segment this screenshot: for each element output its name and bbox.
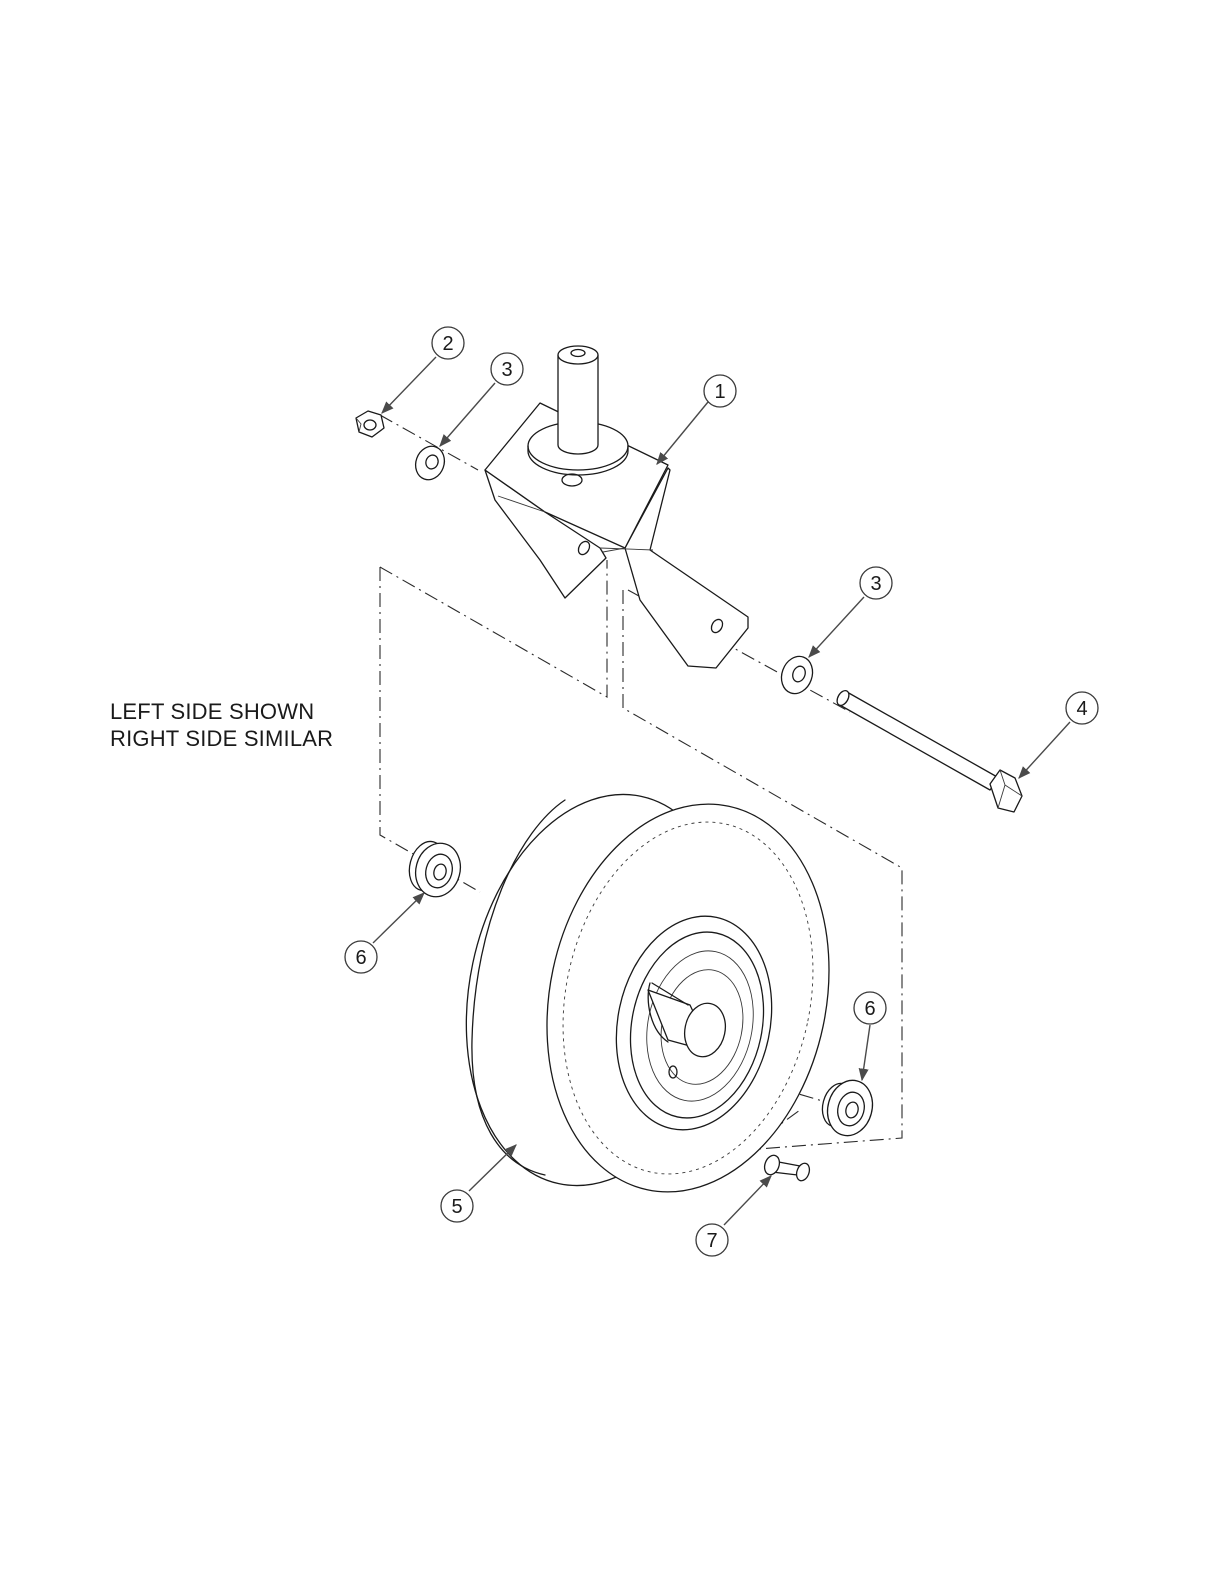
wheel-assembly — [432, 769, 864, 1218]
callout-6-right-label: 6 — [864, 998, 875, 1020]
callout-3-upper: 3 — [491, 353, 523, 385]
flanged-bearing-right — [818, 1075, 879, 1140]
callout-6-right: 6 — [854, 992, 886, 1024]
callout-6-left-label: 6 — [355, 947, 366, 969]
callout-5-label: 5 — [451, 1196, 462, 1218]
callout-1: 1 — [704, 375, 736, 407]
callout-3-right: 3 — [860, 567, 892, 599]
callout-2: 2 — [432, 327, 464, 359]
callout-5: 5 — [441, 1190, 473, 1222]
flat-washer-upper — [411, 442, 449, 484]
callout-3-upper-label: 3 — [501, 359, 512, 381]
flanged-bearing-left — [404, 837, 466, 901]
callout-6-left: 6 — [345, 941, 377, 973]
hex-nut — [356, 411, 384, 437]
callout-4: 4 — [1066, 692, 1098, 724]
callout-7: 7 — [696, 1224, 728, 1256]
callout-1-label: 1 — [714, 381, 725, 403]
callout-7-label: 7 — [706, 1230, 717, 1252]
callout-2-label: 2 — [442, 333, 453, 355]
axle-bolt — [835, 689, 1022, 812]
callout-3-right-label: 3 — [870, 573, 881, 595]
callout-4-label: 4 — [1076, 698, 1087, 720]
